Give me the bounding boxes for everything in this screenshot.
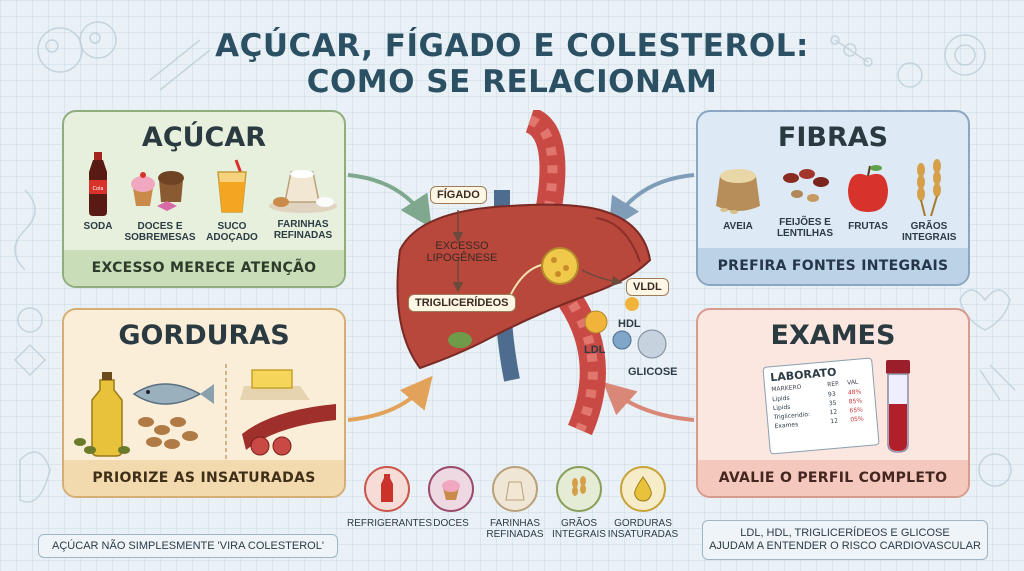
refrigerantes-label: REFRIGERANTES: [347, 518, 433, 529]
olive-oil-icon: [91, 372, 123, 457]
oil-drop-icon: [634, 476, 652, 502]
vessel-icon: [149, 39, 211, 91]
arrow-acucar-to-liver: [347, 173, 432, 229]
farinhas-item: FARINHAS REFINADAS: [264, 164, 342, 241]
note-left-text: AÇÚCAR NÃO SIMPLESMENTE 'VIRA COLESTEROL…: [52, 540, 324, 552]
oats-sack-icon: [716, 169, 760, 214]
olives-icon: [74, 438, 130, 454]
graos-label: GRÃOS INTEGRAIS: [902, 221, 957, 243]
feijoes-item: FEIJÕES E LENTILHAS: [774, 162, 836, 239]
note-right-line-1: LDL, HDL, TRIGLICERÍDEOS E GLICOSE: [740, 527, 950, 539]
doces-label: DOCES E SOBREMESAS: [124, 221, 196, 243]
frutas-item: FRUTAS: [840, 162, 896, 232]
heart-icon: [959, 289, 1011, 331]
figado-label: FÍGADO: [430, 186, 487, 204]
glicose-label: GLICOSE: [628, 366, 678, 378]
soda-item: Cola SODA: [78, 152, 118, 232]
nuts-icon: [138, 417, 198, 449]
lung-icon: [19, 451, 51, 503]
gorduras-circle: [620, 466, 666, 512]
ldl-label: LDL: [584, 344, 606, 356]
acucar-footer: EXCESSO MERECE ATENÇÃO: [64, 250, 344, 286]
sausage-icon: [242, 404, 336, 456]
wheat-small-icon: [572, 476, 586, 496]
gorduras-circle-label: GORDURAS INSATURADAS: [607, 518, 679, 540]
vldl-label: VLDL: [626, 278, 669, 296]
blood-tube-icon: [886, 360, 910, 453]
gorduras-footer: PRIORIZE AS INSATURADAS: [64, 460, 344, 496]
butter-icon: [240, 369, 310, 400]
molecule-icon: [843, 43, 857, 57]
glicose-particle-icon: [637, 329, 667, 359]
ldl-particle-icon: [612, 330, 632, 350]
suco-item: SUCO ADOÇADO: [204, 158, 260, 243]
virus-icon: [944, 34, 986, 76]
title-line-1: AÇÚCAR, FÍGADO E COLESTEROL:: [215, 28, 809, 64]
flour-bag-icon: [269, 170, 337, 213]
feijoes-label: FEIJÕES E LENTILHAS: [776, 217, 834, 239]
cell-icon: [37, 27, 83, 73]
doces-circle: [428, 466, 474, 512]
page-title: AÇÚCAR, FÍGADO E COLESTEROL: COMO SE REL…: [0, 28, 1024, 100]
triglicerideos-label: TRIGLICERÍDEOS: [408, 294, 516, 312]
hdl-particle-icon: [584, 310, 608, 334]
soda-label: SODA: [83, 221, 113, 232]
liver-shape: [396, 203, 652, 370]
title-line-2: COMO SE RELACIONAM: [306, 64, 718, 100]
apple-icon: [848, 165, 888, 212]
doces-circle-label: DOCES: [433, 518, 469, 529]
note-right: LDL, HDL, TRIGLICERÍDEOS E GLICOSE AJUDA…: [702, 520, 988, 560]
neuron-icon: [17, 307, 43, 333]
exames-title: EXAMES: [770, 320, 896, 351]
juice-glass-icon: [217, 159, 247, 213]
exames-footer: AVALIE O PERFIL COMPLETO: [698, 460, 968, 496]
cupcake-icon: [131, 171, 184, 211]
cupcake-small-icon: [442, 480, 460, 500]
aveia-label: AVEIA: [723, 221, 753, 232]
gorduras-title: GORDURAS: [118, 320, 290, 351]
arrow-gorduras-to-liver: [347, 375, 433, 422]
arrow-exames-to-liver: [603, 382, 695, 422]
note-right-line-2: AJUDAM A ENTENDER O RISCO CARDIOVASCULAR: [709, 540, 981, 552]
acucar-title: AÇÚCAR: [141, 122, 267, 153]
beans-icon: [783, 169, 829, 202]
fibras-footer: PREFIRA FONTES INTEGRAIS: [698, 248, 968, 284]
note-left: AÇÚCAR NÃO SIMPLESMENTE 'VIRA COLESTEROL…: [38, 534, 338, 558]
soda-bottle-icon: Cola: [89, 152, 107, 216]
fat-droplet-cluster-icon: [541, 247, 579, 285]
acucar-panel: AÇÚCAR Cola SODA DOCES E SOBREMESAS SUCO…: [62, 110, 346, 288]
doces-item: DOCES E SOBREMESAS: [124, 162, 196, 243]
farinhas-label: FARINHAS REFINADAS: [273, 219, 333, 241]
graos-item: GRÃOS INTEGRAIS: [902, 156, 956, 243]
hdl-label: HDL: [618, 318, 641, 330]
arrow-fibras-to-liver: [608, 173, 695, 231]
gallbladder-icon: [448, 332, 472, 348]
farinhas-circle-label: FARINHAS REFINADAS: [486, 518, 544, 540]
dna-icon: [14, 189, 36, 271]
soda-can-icon: [381, 474, 393, 502]
wheat-icon: [917, 159, 941, 217]
svg-text:Cola: Cola: [92, 186, 103, 192]
gorduras-panel: GORDURAS PRIORIZE AS INSATURADAS: [62, 308, 346, 498]
aveia-item: AVEIA: [708, 160, 768, 232]
refrigerantes-circle: [364, 466, 410, 512]
suco-label: SUCO ADOÇADO: [206, 221, 258, 243]
fish-icon: [132, 383, 214, 405]
excesso-lipogenese-label: EXCESSO LIPOGÊNESE: [426, 240, 498, 264]
fibras-title: FIBRAS: [777, 122, 889, 153]
farinhas-circle: [492, 466, 538, 512]
graos-circle-label: GRÃOS INTEGRAIS: [552, 518, 606, 540]
fibras-panel: FIBRAS AVEIA FEIJÕES E LENTILHAS FRUTAS: [696, 110, 970, 286]
fats-illustration: [74, 364, 336, 460]
vldl-particle-icon: [625, 297, 639, 311]
liver-illustration: [396, 110, 667, 436]
graos-circle: [556, 466, 602, 512]
flour-small-icon: [505, 481, 525, 501]
frutas-label: FRUTAS: [848, 221, 888, 232]
